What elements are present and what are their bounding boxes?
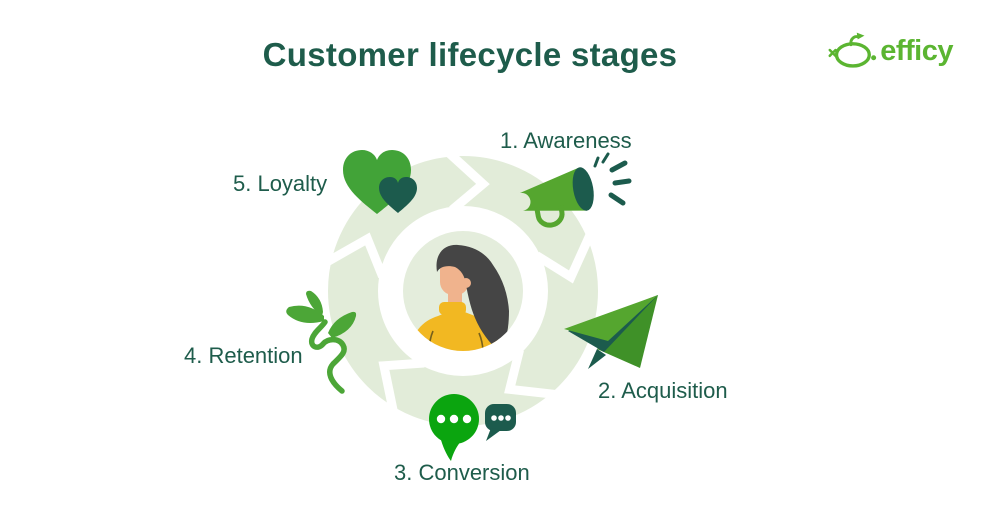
cycle-arrow-chevron xyxy=(445,149,490,214)
chat-bubbles-icon xyxy=(429,394,516,461)
submarine-logo-icon xyxy=(828,32,877,68)
brand-name: efficy xyxy=(880,34,953,67)
avatar-hair xyxy=(436,244,509,351)
page-title: Customer lifecycle stages xyxy=(262,36,678,73)
customer-avatar xyxy=(403,231,523,351)
plant-sprout-icon xyxy=(286,290,357,394)
stage-label-loyalty: 5. Loyalty xyxy=(233,171,328,196)
cycle-arrow-chevron xyxy=(378,358,425,412)
paper-plane-icon xyxy=(564,295,658,369)
cycle-arrow-chevron xyxy=(504,348,556,399)
cycle-arrow-chevron xyxy=(534,233,595,284)
cycle-arrow-chevron xyxy=(325,232,387,279)
stage-label-acquisition: 2. Acquisition xyxy=(598,378,728,403)
stage-label-awareness: 1. Awareness xyxy=(500,128,632,153)
stage-label-conversion: 3. Conversion xyxy=(394,460,530,485)
megaphone-icon xyxy=(519,152,632,228)
stage-label-retention: 4. Retention xyxy=(184,343,303,368)
hearts-icon xyxy=(343,150,417,214)
brand-logo: efficy xyxy=(823,30,953,72)
